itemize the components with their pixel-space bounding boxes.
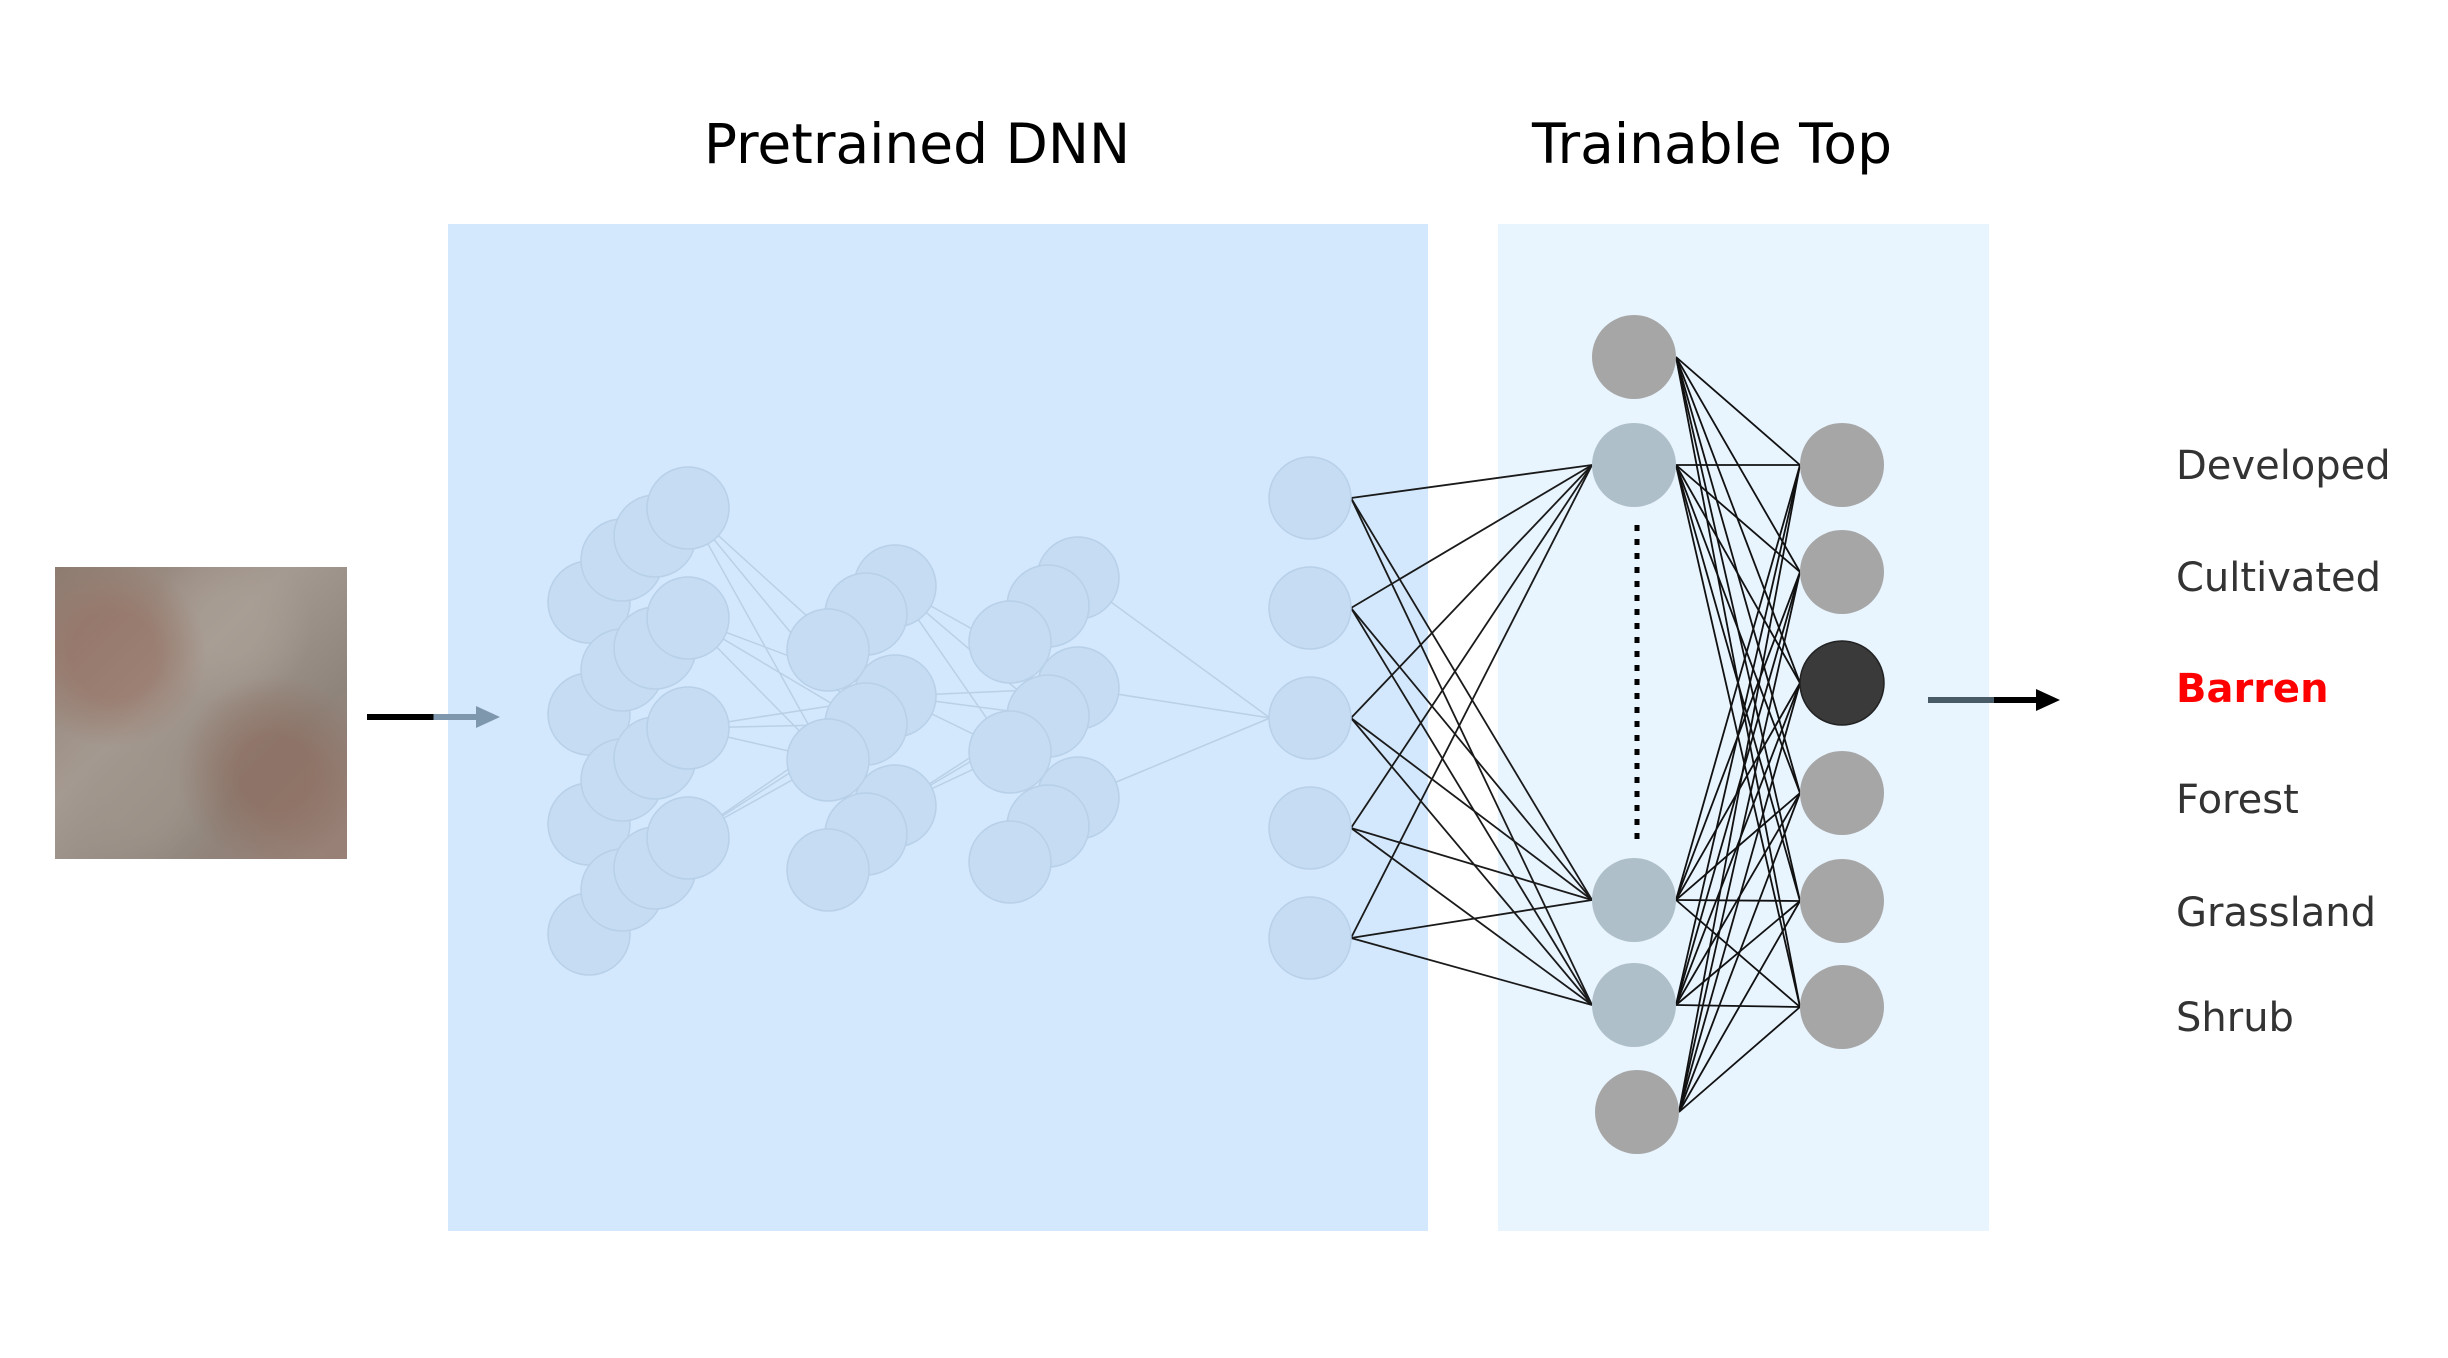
network-nodes xyxy=(547,315,1885,1154)
edge-in-hidden-3-2 xyxy=(1350,827,1593,1006)
edge-hidden-out-4-0 xyxy=(1678,464,1801,1113)
edge-in-hidden-0-2 xyxy=(1350,497,1593,1006)
edge-hidden-out-3-1 xyxy=(1675,571,1801,1006)
edge-hidden-out-3-0 xyxy=(1675,464,1801,1006)
edge-in-hidden-2-1 xyxy=(1350,717,1593,901)
input-arrow-head xyxy=(476,706,500,728)
faded-node-c-8 xyxy=(968,820,1052,904)
faded-node-a-15 xyxy=(646,466,730,550)
edge-hidden-out-1-1 xyxy=(1675,464,1801,573)
input-satellite-image xyxy=(55,567,347,859)
edge-hidden-out-3-3 xyxy=(1675,792,1801,1006)
edge-in-hidden-4-2 xyxy=(1350,937,1593,1006)
hidden-node-1 xyxy=(1592,423,1676,507)
output-node-3 xyxy=(1800,751,1884,835)
edge-hidden-out-1-3 xyxy=(1675,464,1801,794)
edge-hidden-out-3-4 xyxy=(1675,900,1801,1006)
edge-in-hidden-4-1 xyxy=(1350,899,1593,939)
class-label-shrub: Shrub xyxy=(2176,995,2294,1041)
hidden-node-0 xyxy=(1592,315,1676,399)
faded-node-b-8 xyxy=(786,828,870,912)
edge-hidden-out-4-5 xyxy=(1678,1006,1801,1113)
edge-hidden-out-4-1 xyxy=(1678,571,1801,1113)
edge-hidden-out-4-4 xyxy=(1678,900,1801,1113)
edge-in-hidden-1-0 xyxy=(1350,464,1593,609)
edge-in-hidden-1-2 xyxy=(1350,607,1593,1006)
trainable-top-panel xyxy=(1498,224,1989,1231)
pretrained-output-node-4 xyxy=(1268,896,1352,980)
pretrained-output-node-0 xyxy=(1268,456,1352,540)
class-label-grassland: Grassland xyxy=(2176,890,2376,936)
edge-hidden-out-0-0 xyxy=(1675,356,1801,466)
pretrained-dnn-title: Pretrained DNN xyxy=(703,112,1131,176)
output-node-1 xyxy=(1800,530,1884,614)
output-node-5 xyxy=(1800,965,1884,1049)
faded-node-a-13 xyxy=(646,576,730,660)
class-label-forest: Forest xyxy=(2176,777,2299,823)
edge-in-hidden-1-1 xyxy=(1350,607,1593,901)
edge-in-hidden-0-1 xyxy=(1350,497,1593,901)
output-node-4 xyxy=(1800,859,1884,943)
edge-hidden-out-1-2 xyxy=(1675,464,1801,684)
pretrained-output-node-2 xyxy=(1268,676,1352,760)
faded-node-a-9 xyxy=(646,796,730,880)
faded-node-a-11 xyxy=(646,686,730,770)
edge-hidden-out-3-2 xyxy=(1675,682,1801,1006)
edge-hidden-out-4-3 xyxy=(1678,792,1801,1113)
edge-in-hidden-3-1 xyxy=(1350,827,1593,901)
edge-hidden-out-4-2 xyxy=(1678,682,1801,1113)
edge-in-hidden-4-0 xyxy=(1350,464,1593,939)
edge-in-hidden-0-0 xyxy=(1350,464,1593,499)
output-node-0 xyxy=(1800,423,1884,507)
class-label-cultivated: Cultivated xyxy=(2176,555,2382,601)
edge-hidden-out-2-0 xyxy=(1675,464,1801,901)
pretrained-output-node-3 xyxy=(1268,786,1352,870)
class-label-barren: Barren xyxy=(2176,666,2329,712)
faded-node-c-6 xyxy=(968,600,1052,684)
class-label-developed: Developed xyxy=(2176,443,2391,489)
pretrained-output-node-1 xyxy=(1268,566,1352,650)
output-arrow-head xyxy=(2036,689,2060,711)
flow-arrows xyxy=(367,689,2060,728)
faded-edge-a-0-0 xyxy=(687,507,829,761)
output-node-2 xyxy=(1799,640,1885,726)
trainable-top-title: Trainable Top xyxy=(1532,112,1892,176)
edge-in-hidden-2-2 xyxy=(1350,717,1593,1006)
faded-node-b-7 xyxy=(786,718,870,802)
hidden-node-2 xyxy=(1592,858,1676,942)
faded-node-b-6 xyxy=(786,608,870,692)
edge-in-hidden-3-0 xyxy=(1350,464,1593,829)
hidden-node-3 xyxy=(1592,963,1676,1047)
edge-hidden-out-3-5 xyxy=(1675,1004,1801,1008)
hidden-node-4 xyxy=(1595,1070,1679,1154)
faded-node-c-7 xyxy=(968,710,1052,794)
edge-in-hidden-2-0 xyxy=(1350,464,1593,719)
